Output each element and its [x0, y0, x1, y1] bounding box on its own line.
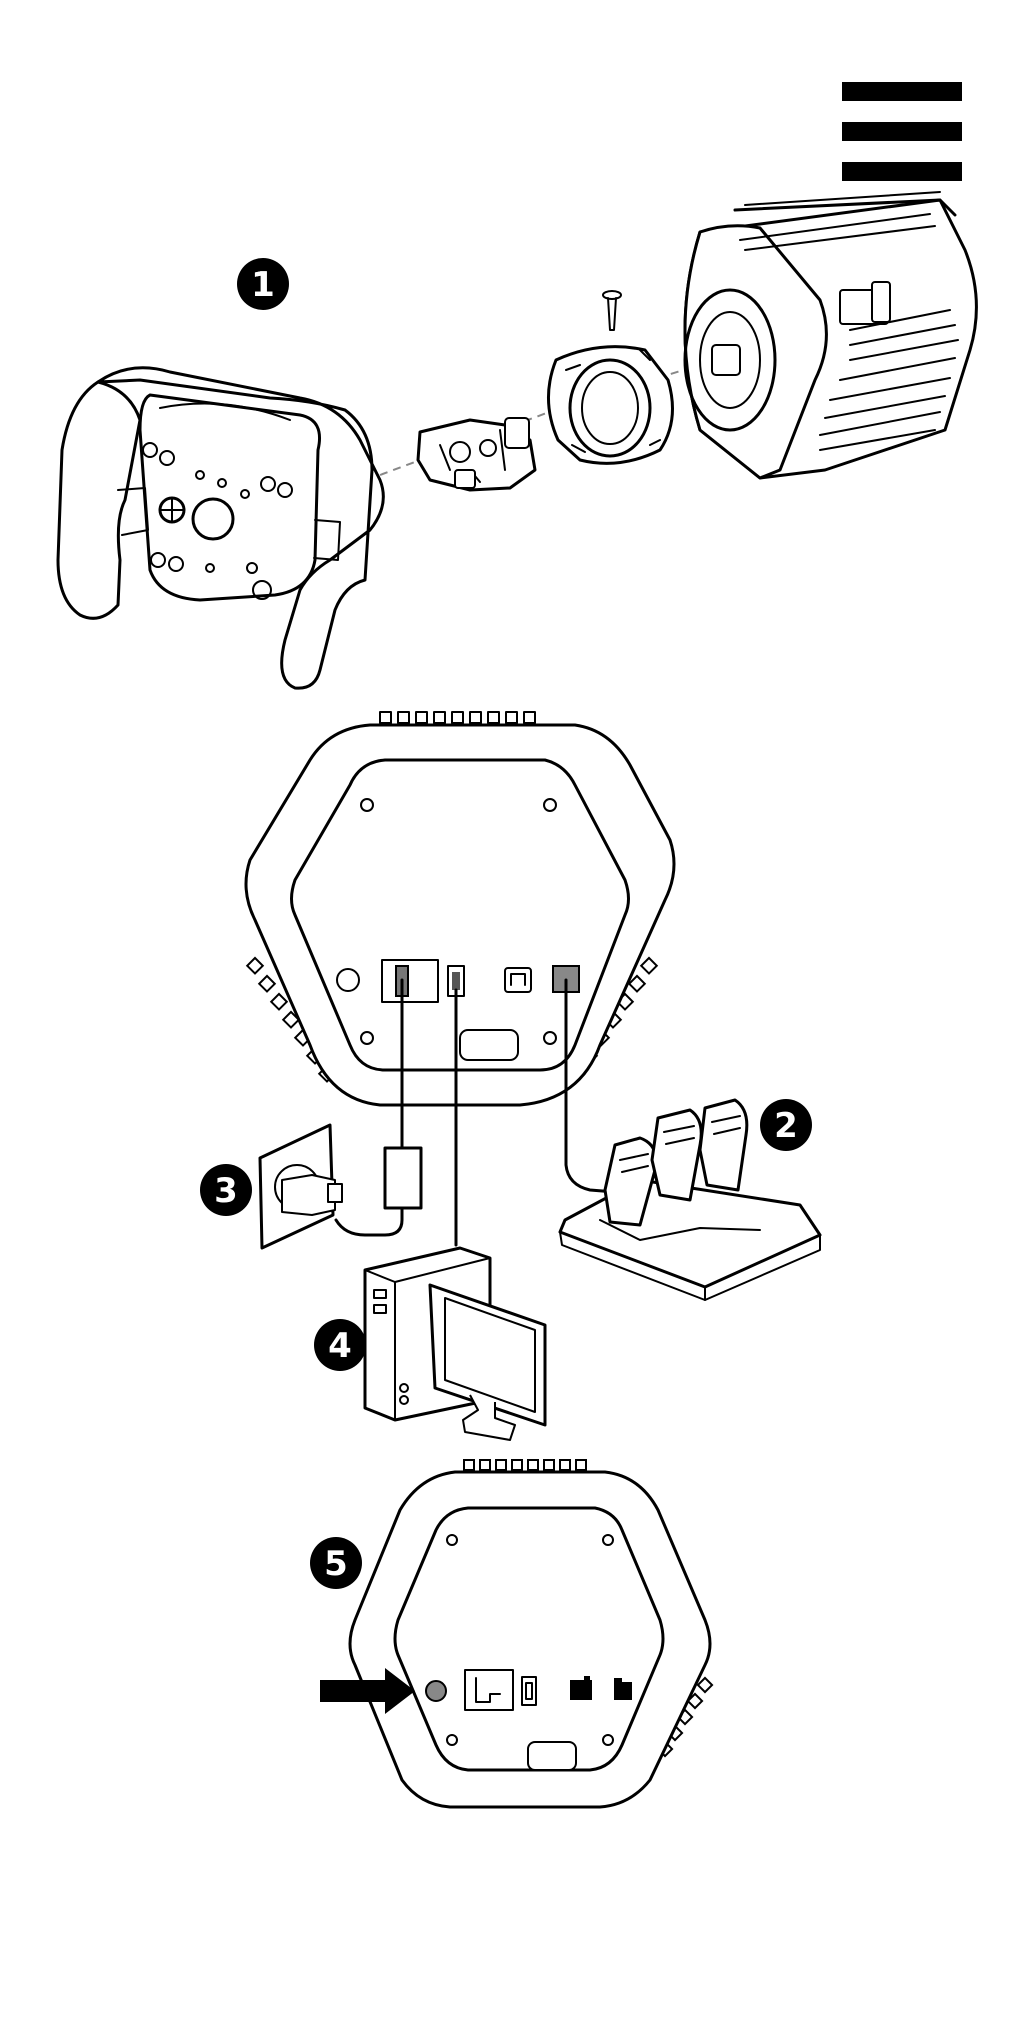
wall-outlet-illustration: [260, 1125, 342, 1248]
menu-icon[interactable]: [842, 82, 962, 181]
quick-release-hub-illustration: [418, 418, 535, 490]
wheel-base-illustration: [685, 192, 976, 478]
power-button-highlight: [426, 1681, 446, 1701]
pc-illustration: [365, 1248, 545, 1440]
base-rear-panel-illustration: [246, 712, 674, 1105]
step-3-number: 3: [214, 1171, 238, 1211]
steering-wheel-illustration: [58, 368, 383, 688]
base-rear-panel-power-illustration: [350, 1460, 712, 1807]
step-2-badge: 2: [760, 1099, 812, 1151]
step-4-badge: 4: [314, 1319, 366, 1371]
step-5-badge: 5: [310, 1537, 362, 1589]
power-adapter-illustration: [385, 1148, 421, 1208]
fixing-nut-illustration: [548, 347, 672, 464]
screw-illustration: [603, 291, 621, 330]
step-1-number-overlay: 1: [251, 265, 275, 305]
step-5-number: 5: [324, 1544, 348, 1584]
step-3-badge: 3: [200, 1164, 252, 1216]
step-4-number: 4: [328, 1326, 352, 1366]
step-2-number: 2: [774, 1106, 798, 1146]
